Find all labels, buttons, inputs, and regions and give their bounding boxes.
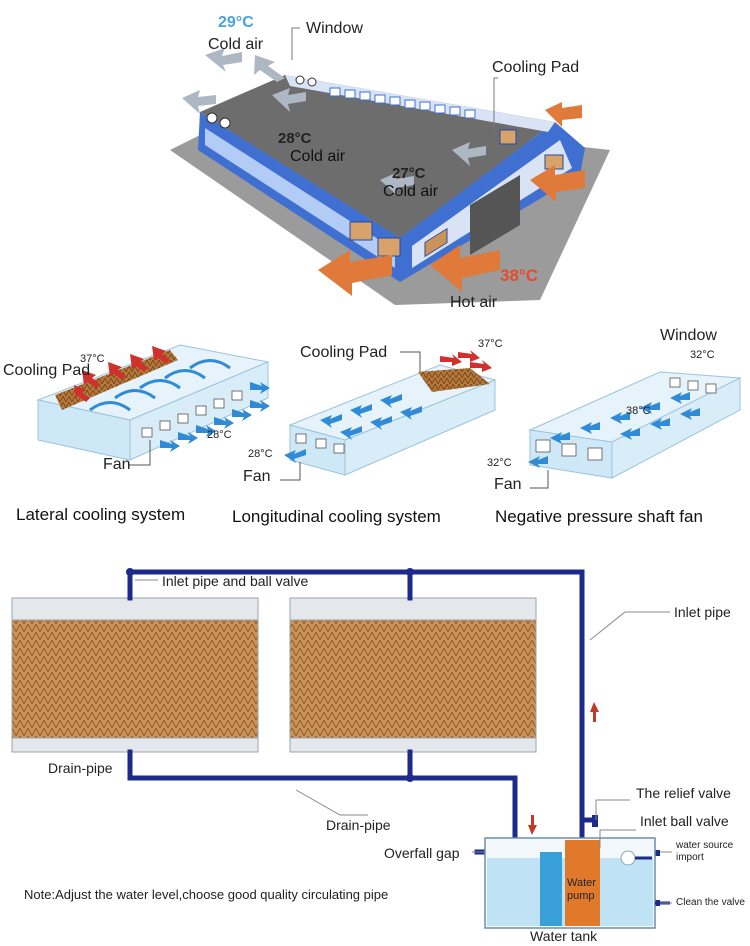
temp-38-label: 38°C [500,266,538,285]
window-label: Window [306,20,363,37]
longitudinal-fan-label: Fan [243,468,271,485]
water-tank [484,837,670,929]
inlet-pipe-label: Inlet pipe [674,604,731,620]
warehouse-leader-lines [291,27,498,130]
lateral-cooling-pad-label: Cooling Pad [3,362,91,379]
water-pump-label: Water pump [567,877,596,902]
negative-caption: Negative pressure shaft fan [495,507,703,526]
negative-window-label: Window [660,327,717,344]
temp-28-label: 28°C [278,130,312,147]
inlet-ball-valve-label: Inlet ball valve [640,813,729,829]
warehouse-building [198,75,585,282]
water-source-import-label: water source import [676,840,734,863]
cooling-pad-label: Cooling Pad [492,59,580,76]
longitudinal-caption: Longitudinal cooling system [232,507,441,526]
lateral-building [36,344,270,466]
hot-air-label: Hot air [450,294,498,311]
overfall-gap-label: Overfall gap [384,845,460,861]
negative-pressure-building [528,371,742,489]
lateral-fan-label: Fan [103,456,131,473]
drain-pipe-left-label: Drain-pipe [48,760,113,776]
negative-temp-38: 38°C [626,405,651,417]
longitudinal-cooling-pad-label: Cooling Pad [300,344,388,361]
cold-air-label-3: Cold air [383,183,439,200]
negative-fan-label: Fan [494,476,522,493]
negative-temp-32-top: 32°C [690,349,715,361]
cold-air-label-2: Cold air [290,148,346,165]
lateral-temp-28: 28°C [207,429,232,441]
clean-valve-label: Clean the valve [676,897,745,908]
cooling-pad-right [289,597,537,753]
cooling-pad-left [11,597,259,753]
lateral-caption: Lateral cooling system [16,505,186,524]
water-tank-label: Water tank [530,928,598,944]
longitudinal-temp-28: 28°C [248,448,273,460]
plumbing-leader-lines [135,579,672,904]
temp-27-label: 27°C [392,165,426,182]
temp-29-label: 29°C [218,14,254,31]
warehouse-airflow-arrows [182,48,585,296]
drain-pipe-mid-label: Drain-pipe [326,817,391,833]
lateral-temp-37: 37°C [80,353,105,365]
cold-air-label-1: Cold air [208,36,264,53]
relief-valve-label: The relief valve [636,785,731,801]
flow-arrows [528,702,599,835]
longitudinal-temp-37: 37°C [478,338,503,350]
longitudinal-building [280,350,497,481]
negative-temp-32-left: 32°C [487,457,512,469]
inlet-pipe-ball-valve-label: Inlet pipe and ball valve [162,573,309,589]
note-text: Note:Adjust the water level,choose good … [24,887,389,902]
